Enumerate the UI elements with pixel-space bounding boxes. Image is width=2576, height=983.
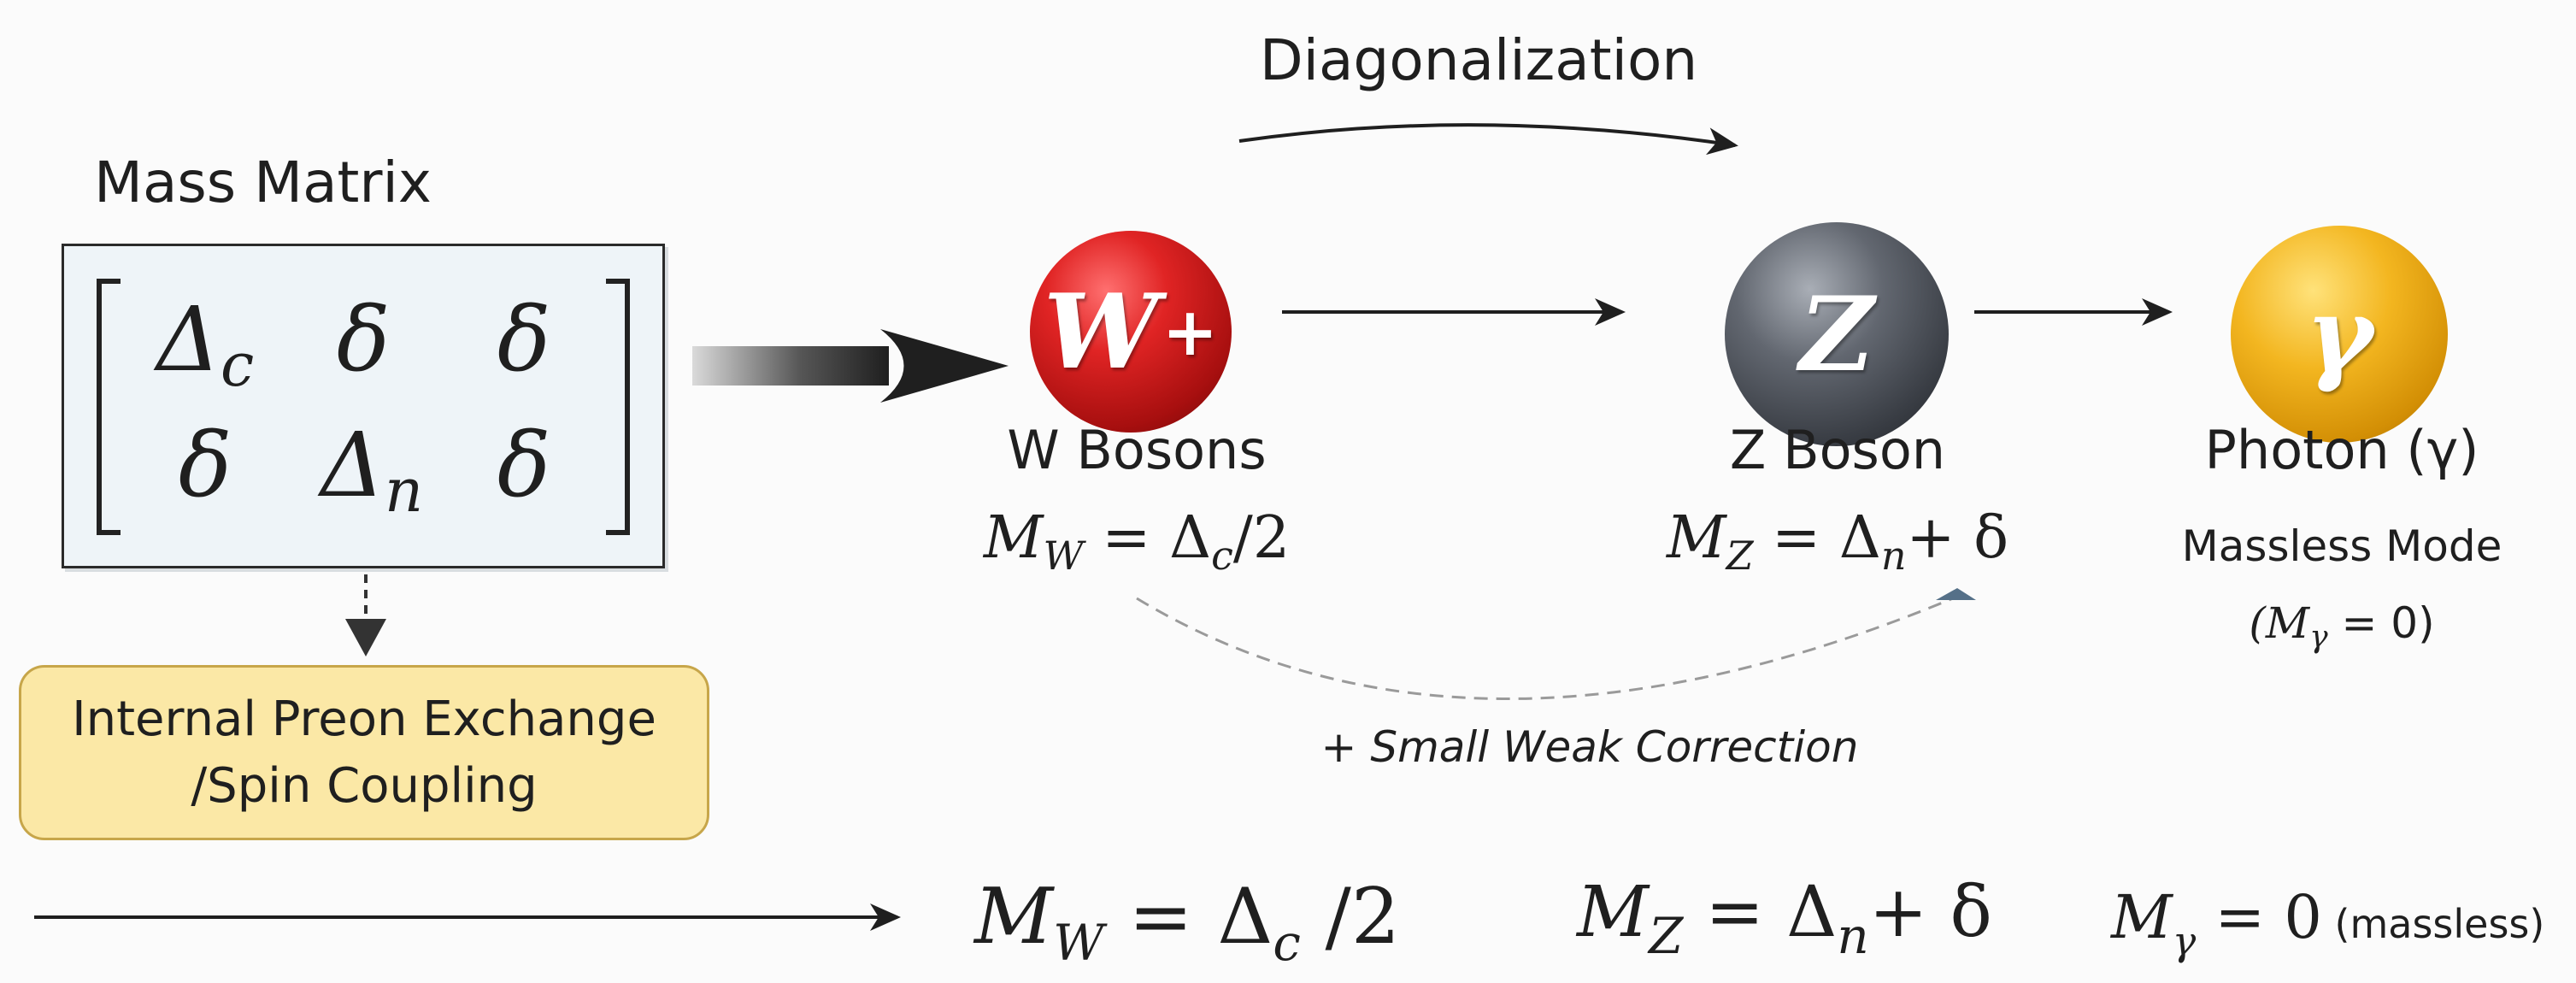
bottom-w-equation: MW = Δc /2 — [974, 872, 1401, 972]
mass-matrix-title: Mass Matrix — [94, 150, 432, 215]
preon-line-2: /Spin Coupling — [191, 757, 538, 814]
bottom-photon-equation: Mγ = 0 (massless) — [2111, 882, 2545, 964]
preon-line-1: Internal Preon Exchange — [72, 691, 656, 747]
z-boson-label: Z Boson — [1729, 419, 1946, 481]
photon-glyph: γ — [2305, 274, 2373, 395]
matrix-to-w-arrow — [692, 329, 1009, 403]
matrix-cell: δ — [178, 413, 232, 517]
z-boson-formula: MZ = Δn+ δ — [1666, 504, 2009, 579]
z-boson-glyph: Z — [1799, 274, 1874, 395]
bottom-z-equation: MZ = Δn+ δ — [1577, 872, 1992, 965]
preon-exchange-box: Internal Preon Exchange /Spin Coupling — [19, 665, 709, 840]
mass-matrix: Δc δ δ δ Δn δ — [62, 244, 665, 568]
photon-sphere: γ — [2231, 226, 2448, 443]
w-boson-glyph: W+ — [1043, 271, 1219, 392]
diagonalization-label: Diagonalization — [1259, 27, 1698, 93]
weak-correction-label: + Small Weak Correction — [1320, 722, 1859, 772]
photon-mass-formula: (Mγ = 0) — [2249, 598, 2435, 655]
diagonalization-arrow — [1238, 123, 1738, 156]
w-boson-formula: MW = Δc/2 — [983, 504, 1291, 579]
correction-curve — [1136, 597, 1954, 700]
right-bracket — [606, 279, 630, 535]
photon-label: Photon (γ) — [2204, 419, 2479, 481]
matrix-cell: Δn — [320, 413, 424, 526]
massless-mode-label: Massless Mode — [2181, 521, 2502, 571]
left-bracket — [97, 279, 121, 535]
w-boson-label: W Bosons — [1007, 419, 1267, 481]
w-boson-sphere: W+ — [1030, 231, 1232, 433]
matrix-cell: δ — [336, 287, 391, 391]
matrix-cell: δ — [497, 413, 551, 517]
matrix-cell: Δc — [156, 287, 255, 400]
z-boson-sphere: Z — [1725, 222, 1949, 446]
correction-curve-tip — [1936, 588, 1976, 600]
matrix-cell: δ — [497, 287, 551, 391]
